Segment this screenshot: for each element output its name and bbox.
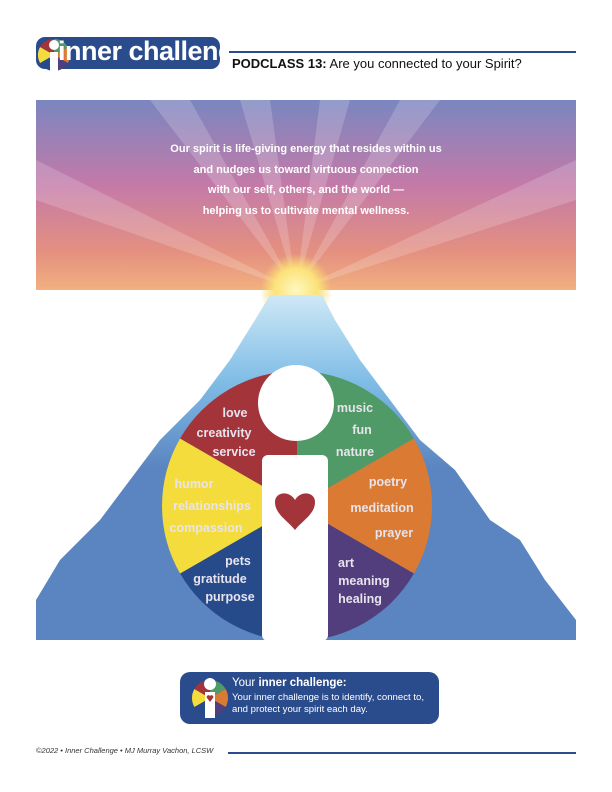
wheel-yellow	[162, 438, 297, 574]
title-bold: PODCLASS 13:	[232, 56, 327, 71]
word-healing: healing	[338, 592, 382, 606]
quote-line: and nudges us toward virtuous connection	[193, 163, 419, 176]
logo-text: inner challenge	[58, 36, 249, 66]
word-art: art	[338, 556, 355, 570]
word-creativity: creativity	[197, 426, 252, 440]
word-compassion: compassion	[170, 521, 243, 535]
heart-icon	[275, 493, 315, 530]
header-rule	[229, 51, 576, 53]
word-purpose: purpose	[205, 590, 254, 604]
quote-line: with our self, others, and the world —	[207, 184, 405, 196]
word-poetry: poetry	[369, 475, 407, 489]
wheel-orange	[297, 438, 432, 574]
word-nature: nature	[336, 445, 374, 459]
figure-head	[258, 365, 334, 441]
word-meaning: meaning	[338, 574, 389, 588]
word-prayer: prayer	[375, 526, 413, 540]
challenge-title: Your inner challenge:	[232, 677, 347, 689]
logo-wheel-icon	[37, 38, 71, 72]
word-meditation: meditation	[350, 501, 413, 515]
word-pets: pets	[225, 554, 251, 568]
word-love: love	[222, 406, 247, 420]
word-service: service	[212, 445, 255, 459]
word-fun: fun	[352, 423, 371, 437]
challenge-title-pre: Your	[232, 677, 259, 689]
word-music: music	[337, 401, 373, 415]
challenge-logo-icon	[191, 678, 229, 718]
word-relationships: relationships	[173, 499, 251, 513]
quote-line: Our spirit is life-giving energy that re…	[170, 143, 442, 155]
word-gratitude: gratitude	[193, 572, 247, 586]
spirit-quote: Our spirit is life-giving energy that re…	[140, 139, 472, 221]
figure-body	[262, 455, 328, 641]
challenge-title-bold: inner challenge:	[258, 677, 347, 689]
page-title: PODCLASS 13: Are you connected to your S…	[232, 56, 522, 71]
title-text: Are you connected to your Spirit?	[326, 56, 522, 71]
quote-line: helping us to cultivate mental wellness.	[202, 204, 410, 217]
word-humor: humor	[175, 477, 214, 491]
sun-rays	[36, 100, 576, 290]
challenge-body: Your inner challenge is to identify, con…	[232, 692, 424, 715]
spirit-wheel	[162, 365, 432, 641]
footer-credit: ©2022 • Inner Challenge • MJ Murray Vach…	[36, 746, 214, 755]
footer-rule	[228, 752, 576, 754]
